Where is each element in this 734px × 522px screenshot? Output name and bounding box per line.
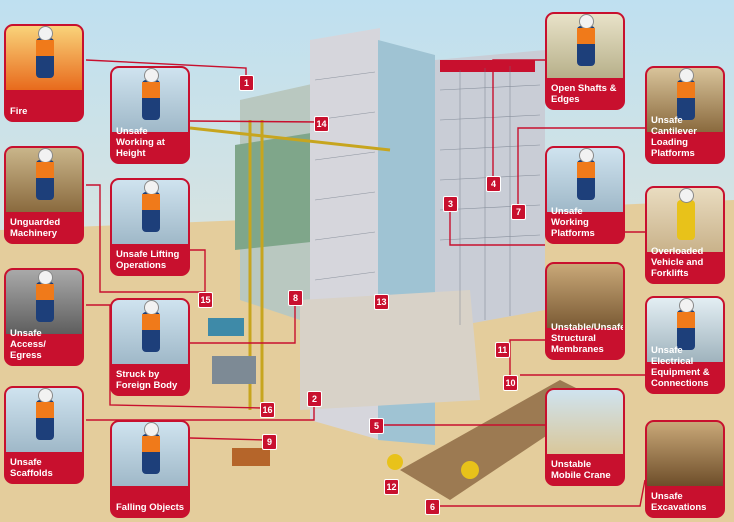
card-overloaded-vehicle-forklifts[interactable]: Overloaded Vehicle and Forklifts [645, 186, 725, 284]
card-label: Unsafe Electrical Equipment & Connection… [651, 345, 710, 389]
building-podium [300, 290, 480, 410]
card-label: Open Shafts & Edges [551, 83, 617, 105]
marker-3[interactable]: 3 [443, 196, 458, 212]
falling-objects-image [112, 422, 188, 486]
card-label: Unsafe Access/ Egress [10, 328, 46, 361]
marker-15[interactable]: 15 [198, 292, 213, 308]
worker-figure [677, 188, 695, 240]
excavations-image [647, 422, 723, 486]
marker-5[interactable]: 5 [369, 418, 384, 434]
marker-11[interactable]: 11 [495, 342, 510, 358]
structural-membranes-image [547, 264, 623, 328]
card-unsafe-electrical-equipment[interactable]: Unsafe Electrical Equipment & Connection… [645, 296, 725, 394]
electrical-equipment-image [647, 298, 723, 362]
card-unsafe-scaffolds[interactable]: Unsafe Scaffolds [4, 386, 84, 484]
cantilever-platform-image [647, 68, 723, 132]
card-unstable-mobile-crane[interactable]: Unstable Mobile Crane [545, 388, 625, 486]
card-falling-objects[interactable]: Falling Objects [110, 420, 190, 518]
open-shafts-image [547, 14, 623, 78]
card-label: Struck by Foreign Body [116, 369, 178, 391]
access-egress-image [6, 270, 82, 334]
card-unsafe-working-at-height[interactable]: Unsafe Working at Height [110, 66, 190, 164]
building-green-facade [235, 130, 330, 250]
card-label: Unsafe Scaffolds [10, 457, 53, 479]
card-open-shafts-edges[interactable]: Open Shafts & Edges [545, 12, 625, 110]
card-label: Unstable Mobile Crane [551, 459, 611, 481]
marker-4[interactable]: 4 [486, 176, 501, 192]
card-unstable-unsafe-structural-membranes[interactable]: Unstable/Unsafe Structural Membranes [545, 262, 625, 360]
marker-10[interactable]: 10 [503, 375, 518, 391]
marker-7[interactable]: 7 [511, 204, 526, 220]
marker-8[interactable]: 8 [288, 290, 303, 306]
excavator [461, 461, 479, 479]
marker-1[interactable]: 1 [239, 75, 254, 91]
container [208, 318, 244, 336]
card-label: Unsafe Cantilever Loading Platforms [651, 115, 697, 159]
card-label: Falling Objects [116, 502, 185, 513]
fire-hazard-image [6, 26, 82, 90]
window-grid [314, 66, 541, 325]
card-unsafe-excavations[interactable]: Unsafe Excavations [645, 420, 725, 518]
card-unsafe-lifting-operations[interactable]: Unsafe Lifting Operations [110, 178, 190, 276]
marker-16[interactable]: 16 [260, 402, 275, 418]
card-unguarded-machinery[interactable]: Unguarded Machinery [4, 146, 84, 244]
card-label: Unsafe Working at Height [116, 126, 165, 159]
card-unsafe-access-egress[interactable]: Unsafe Access/ Egress [4, 268, 84, 366]
card-unsafe-working-platforms[interactable]: Unsafe Working Platforms [545, 146, 625, 244]
struck-by-foreign-body-image [112, 300, 188, 364]
working-platforms-image [547, 148, 623, 212]
marker-13[interactable]: 13 [374, 294, 389, 310]
building-roof-red [440, 60, 535, 72]
card-label: Unstable/Unsafe Structural Membranes [551, 322, 625, 355]
card-fire[interactable]: Fire [4, 24, 84, 122]
mobile-crane-base [387, 454, 403, 470]
unguarded-machinery-image [6, 148, 82, 212]
working-at-height-image [112, 68, 188, 132]
forklift-image [647, 188, 723, 252]
card-struck-by-foreign-body[interactable]: Struck by Foreign Body [110, 298, 190, 396]
site-cabin [212, 356, 256, 384]
card-label: Unsafe Lifting Operations [116, 249, 180, 271]
marker-2[interactable]: 2 [307, 391, 322, 407]
card-label: Unguarded Machinery [10, 217, 61, 239]
mobile-crane-image [547, 390, 623, 454]
marker-9[interactable]: 9 [262, 434, 277, 450]
marker-14[interactable]: 14 [314, 116, 329, 132]
lifting-operations-image [112, 180, 188, 244]
card-label: Unsafe Excavations [651, 491, 707, 513]
scaffolds-image [6, 388, 82, 452]
card-unsafe-cantilever-loading-platforms[interactable]: Unsafe Cantilever Loading Platforms [645, 66, 725, 164]
marker-6[interactable]: 6 [425, 499, 440, 515]
card-label: Overloaded Vehicle and Forklifts [651, 246, 704, 279]
marker-12[interactable]: 12 [384, 479, 399, 495]
truck [232, 448, 270, 466]
card-label: Unsafe Working Platforms [551, 206, 595, 239]
card-label: Fire [10, 106, 28, 117]
